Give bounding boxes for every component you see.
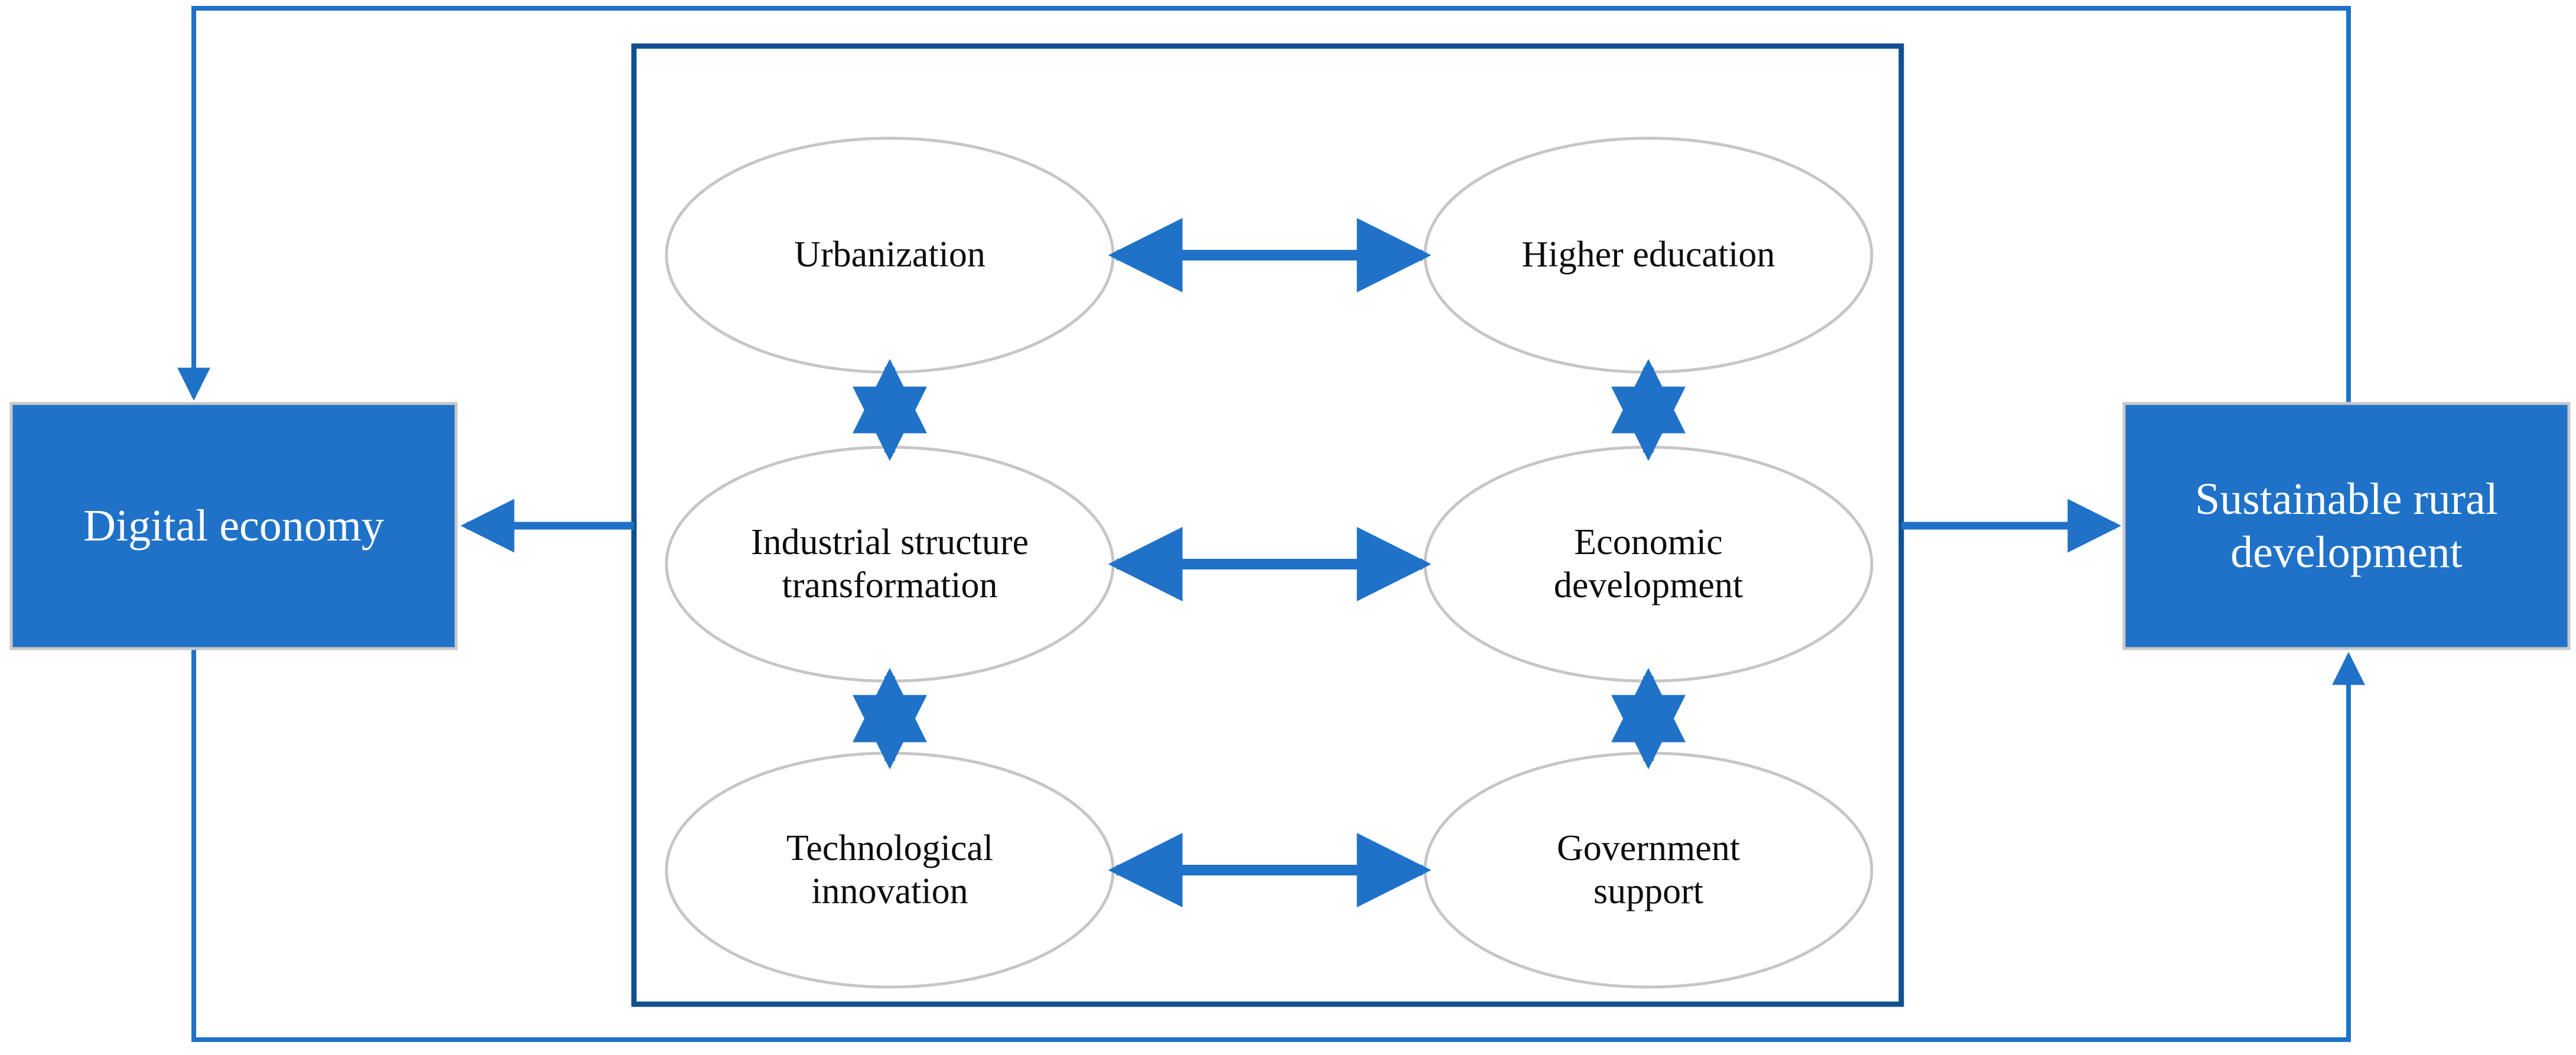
- node-ellipse-technological-innovation[interactable]: [665, 751, 1115, 989]
- feedback-loop-top-path: [177, 6, 2351, 403]
- digital-economy-box[interactable]: [9, 402, 458, 650]
- feedback-loop-bottom-path: [191, 649, 2365, 1042]
- node-ellipse-urbanization[interactable]: [665, 136, 1115, 374]
- node-ellipse-economic-development[interactable]: [1423, 445, 1874, 683]
- node-ellipse-industrial-structure-transformation[interactable]: [665, 445, 1115, 683]
- node-ellipse-higher-education[interactable]: [1423, 136, 1874, 374]
- node-ellipse-government-support[interactable]: [1423, 751, 1874, 989]
- sustainable-rural-development-box[interactable]: [2122, 402, 2571, 650]
